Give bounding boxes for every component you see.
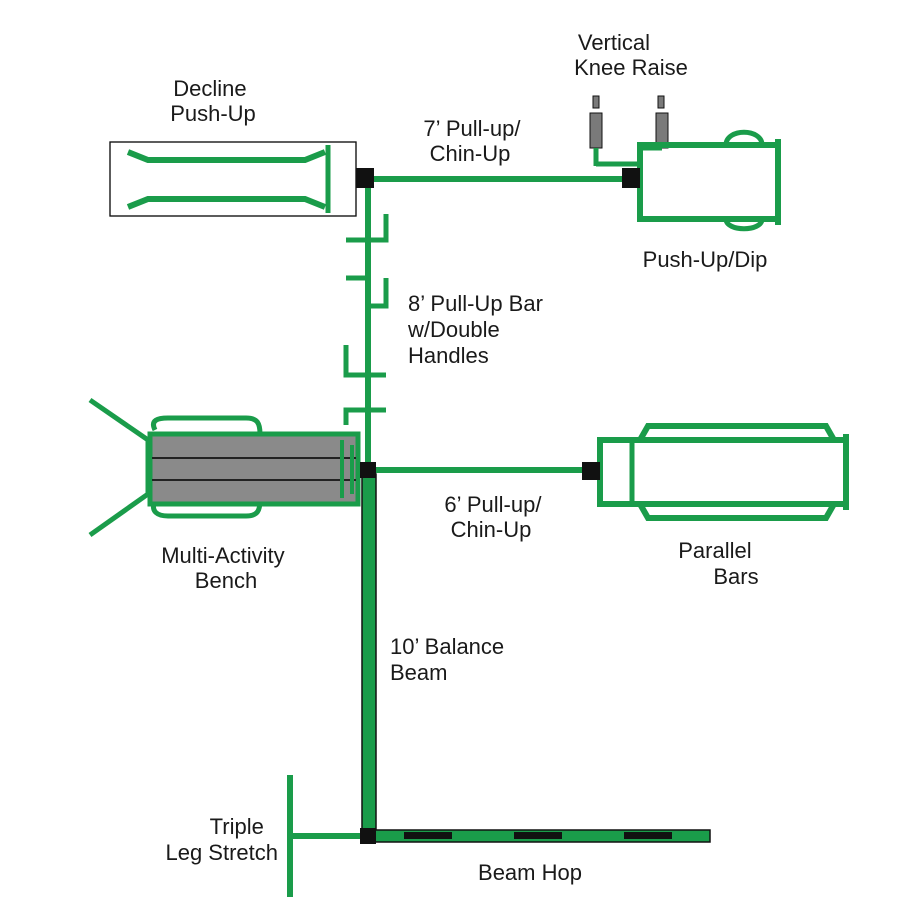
decline-bottom-rail — [126, 196, 327, 210]
label-line: Bench — [195, 568, 257, 593]
bench-end-bracket — [340, 440, 354, 498]
label-decline-pushup: Decline Push-Up — [170, 76, 256, 126]
bench-handle-top — [151, 415, 263, 435]
pushup-dip-frame — [637, 142, 781, 222]
label-pullup-8: 8’ Pull-Up Bar w/Double Handles — [407, 291, 549, 368]
label-line: Push-Up/Dip — [643, 247, 768, 272]
bench-pad — [147, 431, 361, 507]
knee-raise-handle-right — [657, 95, 665, 109]
parallel-frame — [597, 437, 849, 507]
handle-1 — [346, 214, 389, 243]
label-line: Vertical — [578, 30, 650, 55]
label-line: Handles — [408, 343, 489, 368]
handle-4 — [343, 407, 386, 425]
pushup-dip-handle-bottom — [723, 218, 765, 232]
label-line: Multi-Activity — [161, 543, 284, 568]
handle-2 — [346, 275, 389, 309]
label-line: Beam Hop — [478, 860, 582, 885]
label-triple-leg-stretch: Triple Leg Stretch — [165, 814, 278, 865]
label-vertical-knee-raise: Vertical Knee Raise — [574, 30, 688, 80]
hop-marker-2 — [514, 832, 562, 839]
decline-top-rail — [126, 149, 327, 163]
pushup-dip-handle-top — [723, 129, 765, 146]
connector-bottom — [360, 828, 376, 844]
pushup-dip-station — [637, 129, 781, 232]
label-line: w/Double — [407, 317, 500, 342]
label-line: Chin-Up — [430, 141, 511, 166]
parallel-bottom-rail — [637, 502, 837, 521]
label-line: 6’ Pull-up/ — [444, 492, 542, 517]
vertical-knee-raise-station — [589, 95, 669, 180]
label-line: Parallel — [678, 538, 751, 563]
pullup-8-handles — [343, 214, 389, 425]
hop-marker-3 — [624, 832, 672, 839]
label-beam-hop: Beam Hop — [478, 860, 582, 885]
multi-activity-bench-station — [88, 397, 361, 538]
handle-3 — [343, 345, 386, 378]
knee-raise-handle-left — [592, 95, 600, 109]
connector-middle — [360, 462, 376, 478]
label-line: Chin-Up — [451, 517, 532, 542]
label-line: Beam — [390, 660, 447, 685]
knee-raise-pad-left — [589, 112, 603, 149]
label-line: Push-Up — [170, 101, 256, 126]
bench-handle-bottom — [151, 499, 263, 519]
label-balance-beam: 10’ Balance Beam — [390, 634, 510, 685]
parallel-top-rail — [637, 423, 837, 442]
label-line: Knee Raise — [574, 55, 688, 80]
label-pullup-6: 6’ Pull-up/ Chin-Up — [444, 492, 547, 542]
decline-pushup-station — [109, 141, 357, 217]
hop-marker-1 — [404, 832, 452, 839]
label-multi-activity-bench: Multi-Activity Bench — [161, 543, 291, 593]
label-line: Decline — [173, 76, 246, 101]
connector-top-left — [356, 168, 374, 188]
label-line: 10’ Balance — [390, 634, 504, 659]
bench-legs — [88, 397, 151, 538]
label-line: 8’ Pull-Up Bar — [408, 291, 543, 316]
label-pullup-7: 7’ Pull-up/ Chin-Up — [423, 116, 526, 166]
triple-leg-stretch-station — [287, 775, 362, 897]
label-line: Triple — [210, 814, 264, 839]
connector-top-right — [622, 168, 640, 188]
connector-parallel — [582, 462, 600, 480]
label-line: Bars — [713, 564, 758, 589]
label-pushup-dip: Push-Up/Dip — [643, 247, 768, 272]
label-line: 7’ Pull-up/ — [423, 116, 521, 141]
beam-hop-station — [361, 829, 711, 843]
balance-beam — [361, 473, 377, 839]
label-line: Leg Stretch — [165, 840, 278, 865]
label-parallel-bars: Parallel Bars — [678, 538, 758, 589]
parallel-bars-station — [597, 423, 849, 521]
